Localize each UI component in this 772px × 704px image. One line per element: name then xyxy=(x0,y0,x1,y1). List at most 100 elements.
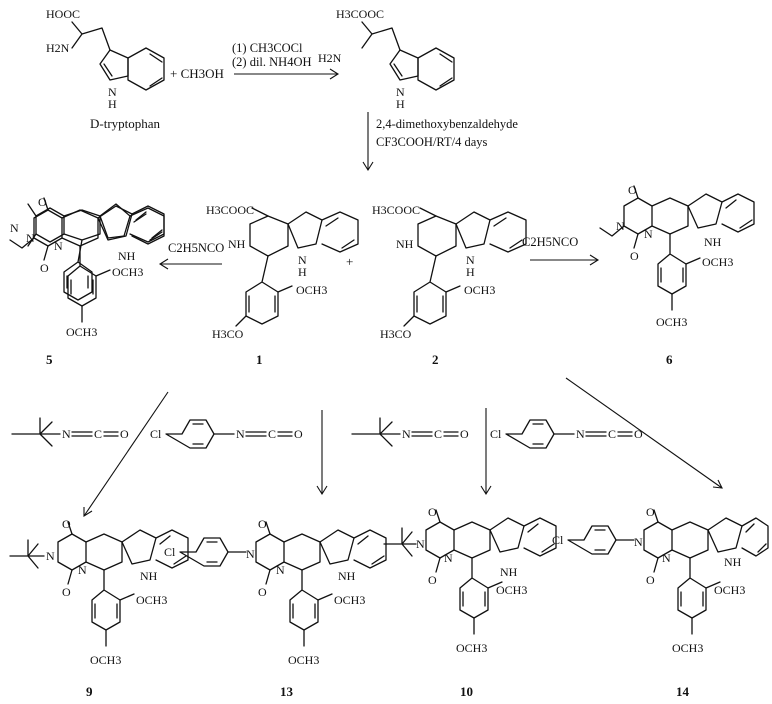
c9-o-bottom: O xyxy=(62,585,71,599)
ethyl-isocyanate-left: C2H5NCO xyxy=(168,241,224,255)
c13-n-ring: N xyxy=(246,547,255,561)
d-tryptophan-structure: HOOC H2N N H D-tryptophan xyxy=(46,7,165,131)
clph-c-2: C xyxy=(608,427,616,441)
ethyl-isocyanate-arrow-left: C2H5NCO xyxy=(158,241,224,270)
tryptophan-methyl-ester-structure: H3COOC H2N N H xyxy=(318,7,455,111)
compound-1-drawing xyxy=(235,207,359,327)
compound-13-drawing xyxy=(179,521,387,647)
c5-n-ring: N xyxy=(26,231,35,245)
c6-n-ring: N xyxy=(616,219,625,233)
compound-6-drawing xyxy=(599,185,755,311)
ester-amine-label: H2N xyxy=(318,51,342,65)
c6-o-top: O xyxy=(628,183,637,197)
c14-ome-2: OCH3 xyxy=(672,641,703,655)
arrow-to-compound-14 xyxy=(565,377,723,489)
c14-o-top: O xyxy=(646,505,655,519)
c5-o-bottom: O xyxy=(40,261,49,275)
c9-n-fused: N xyxy=(78,563,87,577)
c13-ome-1: OCH3 xyxy=(334,593,365,607)
arrow-to-compound-10 xyxy=(480,408,492,496)
c10-o-top: O xyxy=(428,505,437,519)
c5-n-fused: N xyxy=(54,239,63,253)
clph-o-1: O xyxy=(294,427,303,441)
ester-group-label: H3COOC xyxy=(336,7,384,21)
c2-ome-2: H3CO xyxy=(380,327,412,341)
c2-ester: H3COOC xyxy=(372,203,420,217)
acid-group-label: HOOC xyxy=(46,7,80,21)
c9-indole-nh: NH xyxy=(140,569,158,583)
c9-ome-2: OCH3 xyxy=(90,653,121,667)
c10-n-fused: N xyxy=(444,551,453,565)
c10-ome-1: OCH3 xyxy=(496,583,527,597)
ester-indole-h-label: H xyxy=(396,97,405,111)
c5-ome-1: OCH3 xyxy=(112,265,143,279)
cl-2: Cl xyxy=(490,427,502,441)
tbu-c-2: C xyxy=(434,427,442,441)
c9-o-top: O xyxy=(62,517,71,531)
compound-10-drawing xyxy=(383,509,557,635)
c14-o-bottom: O xyxy=(646,573,655,587)
tbu-n-1: N xyxy=(62,427,71,441)
clph-n-2: N xyxy=(576,427,585,441)
step1-condition-a: (1) CH3COCl xyxy=(232,41,303,55)
methanol-reagent: + CH3OH xyxy=(170,66,224,81)
c14-ome-1: OCH3 xyxy=(714,583,745,597)
ethyl-isocyanate-right: C2H5NCO xyxy=(522,235,578,249)
c6-ome-1: OCH3 xyxy=(702,255,733,269)
tbutyl-isocyanate-left: N C O xyxy=(11,417,129,447)
arrow-to-compound-13 xyxy=(316,410,328,496)
tbu-c-1: C xyxy=(94,427,102,441)
pictet-spengler-arrow: 2,4-dimethoxybenzaldehyde CF3COOH/RT/4 d… xyxy=(362,112,518,172)
cl-1: Cl xyxy=(150,427,162,441)
c1-nh: NH xyxy=(228,237,246,251)
compound-5-structure: N xyxy=(10,203,165,301)
d-tryptophan-name: D-tryptophan xyxy=(90,116,161,131)
indole-h-label: H xyxy=(108,97,117,111)
compound-5-drawing xyxy=(9,197,165,323)
indole-n-label: N xyxy=(108,85,117,99)
c6-n-fused: N xyxy=(644,227,653,241)
compound-9-drawing xyxy=(9,521,189,647)
compound-6-number: 6 xyxy=(666,352,673,367)
step2-condition-a: 2,4-dimethoxybenzaldehyde xyxy=(376,117,518,131)
tbu-o-2: O xyxy=(460,427,469,441)
clph-o-2: O xyxy=(634,427,643,441)
c14-indole-nh: NH xyxy=(724,555,742,569)
plus-sign: + xyxy=(346,254,353,269)
compound-13-number: 13 xyxy=(280,684,294,699)
c5-indole-nh: NH xyxy=(118,249,136,263)
c14-n-ring: N xyxy=(634,535,643,549)
c6-ome-2: OCH3 xyxy=(656,315,687,329)
ethyl-isocyanate-arrow-right: C2H5NCO xyxy=(522,235,600,266)
c2-indole-n: N xyxy=(466,253,475,267)
chlorophenyl-isocyanate-left: Cl N C O xyxy=(150,419,303,449)
c13-o-bottom: O xyxy=(258,585,267,599)
c10-ome-2: OCH3 xyxy=(456,641,487,655)
c9-n-ring: N xyxy=(46,549,55,563)
compound-10-number: 10 xyxy=(460,684,473,699)
c2-indole-h: H xyxy=(466,265,475,279)
clph-c-1: C xyxy=(268,427,276,441)
c14-cl: Cl xyxy=(552,533,564,547)
tbu-n-2: N xyxy=(402,427,411,441)
c10-o-bottom: O xyxy=(428,573,437,587)
c10-n-ring: N xyxy=(416,537,425,551)
ester-indole-n-label: N xyxy=(396,85,405,99)
compound-9-number: 9 xyxy=(86,684,93,699)
c1-ester: H3COOC xyxy=(206,203,254,217)
esterification-arrow: (1) CH3COCl (2) dil. NH4OH xyxy=(232,41,340,80)
amine-label: H2N xyxy=(46,41,70,55)
c6-o-bottom: O xyxy=(630,249,639,263)
c13-o-top: O xyxy=(258,517,267,531)
c1-indole-n: N xyxy=(298,253,307,267)
clph-n-1: N xyxy=(236,427,245,441)
c13-indole-nh: NH xyxy=(338,569,356,583)
chlorophenyl-isocyanate-right: Cl N C O xyxy=(490,419,643,449)
compound-2-drawing xyxy=(403,207,527,327)
c5-o-top: O xyxy=(38,195,47,209)
c13-n-fused: N xyxy=(276,563,285,577)
c1-indole-h: H xyxy=(298,265,307,279)
compound-14-number: 14 xyxy=(676,684,690,699)
c13-ome-2: OCH3 xyxy=(288,653,319,667)
